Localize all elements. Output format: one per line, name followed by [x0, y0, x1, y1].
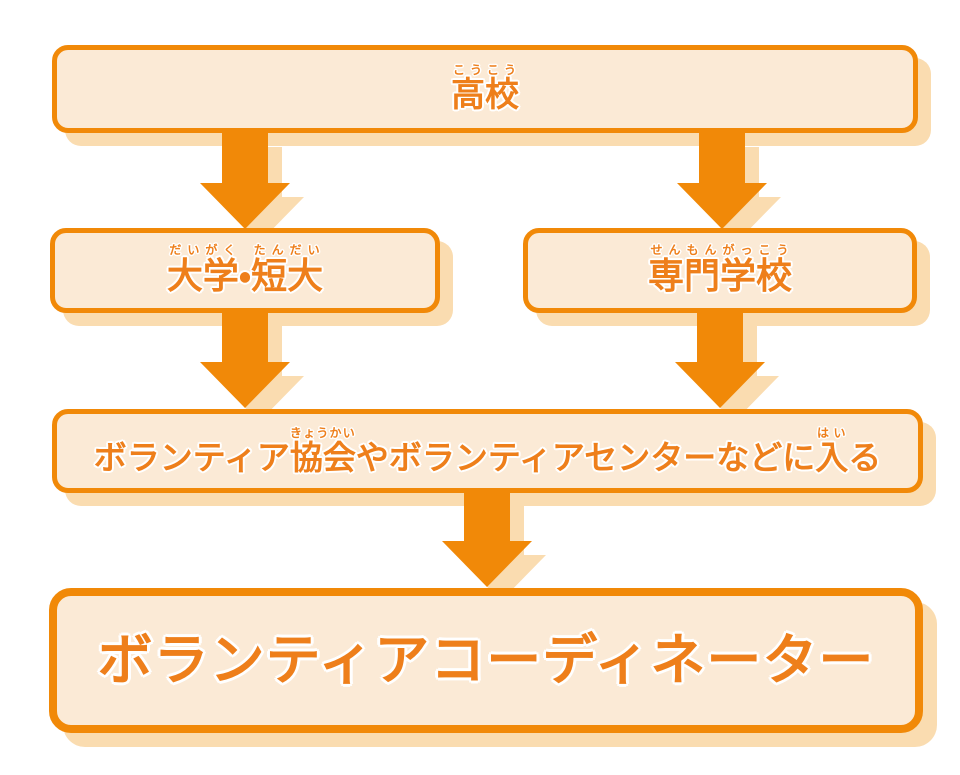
node-vocational-label: 専門学校せんもんがっこう	[647, 243, 792, 298]
node-coordinator: ボランティアコーディネーター	[49, 588, 923, 733]
arrow-down-icon	[442, 491, 546, 601]
node-university-label: 大学だいがく・短大たんだい	[166, 243, 324, 298]
arrow-down-icon	[200, 133, 304, 243]
node-university: 大学だいがく・短大たんだい	[50, 228, 440, 313]
arrow-shape	[677, 133, 767, 229]
arrow-shape	[442, 491, 532, 587]
arrow-down-icon	[677, 133, 781, 243]
arrow-down-icon	[675, 312, 779, 422]
node-highschool: 高校こうこう	[52, 45, 918, 133]
node-vocational: 専門学校せんもんがっこう	[523, 228, 917, 313]
node-coordinator-label: ボランティアコーディネーター	[97, 627, 875, 692]
arrow-down-icon	[200, 312, 304, 422]
arrow-shape	[675, 312, 765, 408]
node-association: ボランティア協会きょうかいやボランティアセンターなどに入はいる	[52, 409, 923, 493]
arrow-shape	[200, 312, 290, 408]
node-association-label: ボランティア協会きょうかいやボランティアセンターなどに入はいる	[93, 425, 882, 477]
node-highschool-label: 高校こうこう	[451, 62, 519, 115]
arrow-shape	[200, 133, 290, 229]
